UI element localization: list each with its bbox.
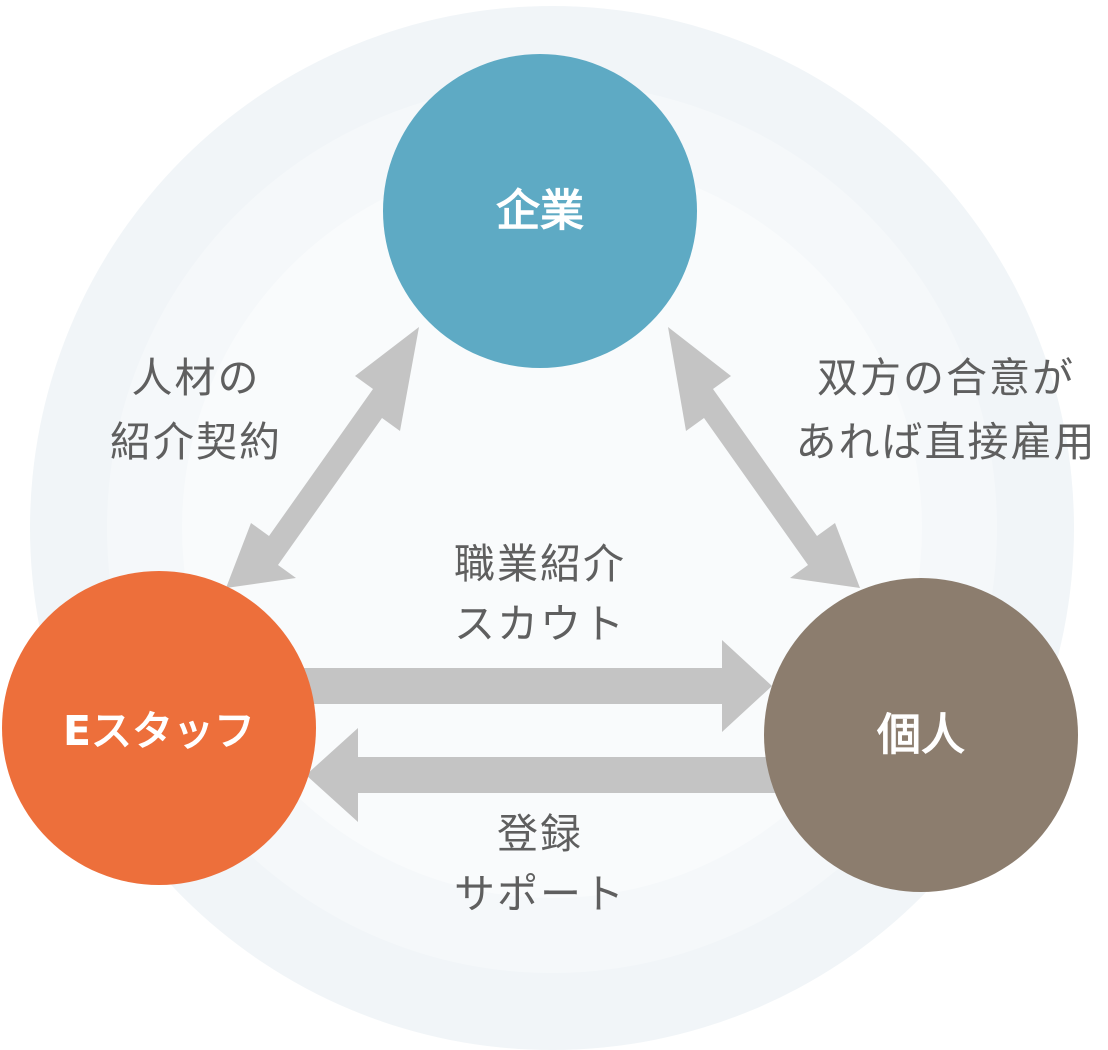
label-estaff-to-individual-line1: 職業紹介 (454, 540, 626, 588)
arrow-estaff-company (226, 327, 419, 588)
company-circle (383, 54, 697, 368)
label-company-individual-line2: あれば直接雇用 (796, 418, 1097, 466)
label-company-individual-line1: 双方の合意が (817, 354, 1075, 402)
label-estaff-to-individual-line2: スカウト (454, 600, 626, 648)
label-individual-to-estaff-line1: 登録 (497, 810, 583, 858)
arrow-individual-to-estaff (306, 728, 790, 822)
label-estaff-company-line2: 紹介契約 (110, 418, 282, 466)
label-estaff-company-line1: 人材の (132, 354, 261, 402)
estaff-label: Eスタッフ (63, 707, 255, 755)
arrows (226, 327, 860, 822)
estaff-circle (2, 571, 316, 885)
individual-label: 個人 (876, 710, 965, 761)
node-individual: 個人 (764, 578, 1078, 892)
company-label: 企業 (496, 186, 584, 237)
node-estaff: Eスタッフ (2, 571, 316, 885)
label-company-individual: 双方の合意が あれば直接雇用 (796, 354, 1097, 466)
label-individual-to-estaff: 登録 サポート (454, 810, 626, 918)
individual-circle (764, 578, 1078, 892)
label-estaff-company: 人材の 紹介契約 (110, 354, 282, 466)
arrow-company-individual (668, 327, 860, 588)
label-individual-to-estaff-line2: サポート (454, 870, 626, 918)
label-estaff-to-individual: 職業紹介 スカウト (454, 540, 626, 648)
node-company: 企業 (383, 54, 697, 368)
arrow-estaff-to-individual (300, 640, 772, 732)
